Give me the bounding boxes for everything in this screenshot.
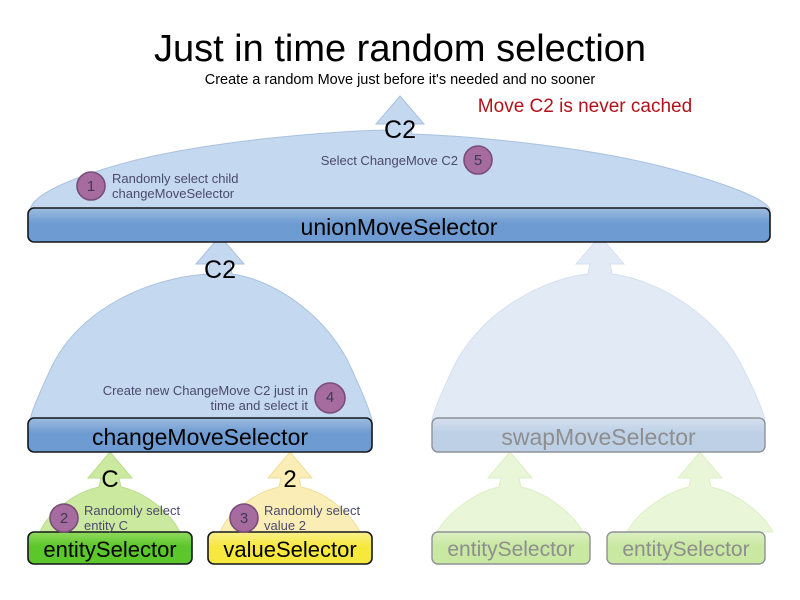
- flow-label-value-out: 2: [283, 466, 297, 493]
- step-number-4: 4: [325, 389, 335, 406]
- page-subtitle: Create a random Move just before it's ne…: [204, 72, 596, 88]
- node-label-change: changeMoveSelector: [91, 424, 309, 450]
- step-badge-4: [314, 382, 346, 414]
- node-label-swap-entity-a: entitySelector: [447, 538, 575, 561]
- balloon-swap-entity-a-out: [436, 451, 584, 533]
- node-label-entity-c: entitySelector: [43, 537, 177, 562]
- step-text-4: Create new ChangeMove C2 just in time an…: [102, 383, 308, 413]
- step-text-5: Select ChangeMove C2: [320, 153, 458, 168]
- node-box-value-2[interactable]: [207, 531, 373, 565]
- step-badge-5: [463, 145, 493, 175]
- node-box-change[interactable]: [27, 417, 373, 453]
- balloon-swap-entity-b-out: [626, 451, 774, 533]
- warning-note: Move C2 is never cached: [477, 96, 693, 117]
- flow-label-entity-out: C: [101, 466, 119, 493]
- step-text-2: Randomly select entity C: [84, 503, 181, 533]
- step-number-2: 2: [59, 510, 69, 527]
- flow-label-change-to-union: C2: [204, 256, 236, 284]
- step-text-3: Randomly select value 2: [264, 503, 361, 533]
- node-box-entity-c[interactable]: [27, 531, 193, 565]
- step-text-1: Randomly select child changeMoveSelector: [112, 171, 239, 201]
- step-badge-2: [49, 503, 79, 533]
- node-label-union: unionMoveSelector: [300, 214, 498, 240]
- step-badge-1: [76, 171, 106, 201]
- node-box-swap-entity-a[interactable]: [431, 531, 591, 565]
- node-label-swap-entity-b: entitySelector: [622, 538, 750, 561]
- flow-label-union-out: C2: [384, 116, 416, 144]
- page-title: Just in time random selection: [153, 28, 647, 70]
- node-box-swap[interactable]: [431, 417, 766, 453]
- balloon-swap-to-union: [431, 235, 766, 421]
- node-label-swap: swapMoveSelector: [501, 424, 696, 450]
- step-number-3: 3: [239, 510, 249, 527]
- step-badge-3: [229, 503, 259, 533]
- step-number-1: 1: [86, 178, 96, 195]
- node-box-swap-entity-b[interactable]: [606, 531, 766, 565]
- node-box-union[interactable]: [27, 207, 771, 243]
- node-label-value-2: valueSelector: [223, 537, 357, 562]
- step-number-5: 5: [473, 152, 483, 169]
